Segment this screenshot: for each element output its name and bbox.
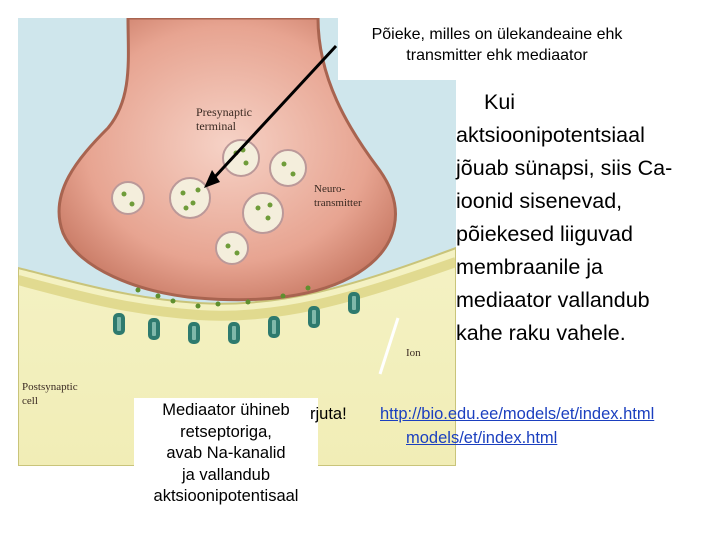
model-link-fragment[interactable]: models/et/index.html xyxy=(406,429,558,447)
callout-top-line-1: Põieke, milles on ülekandeaine ehk xyxy=(371,26,623,43)
label-ion: Ion xyxy=(406,347,421,359)
main-line-8: kahe raku vahele. xyxy=(456,321,626,345)
receptor-callout: Mediaator ühineb retseptoriga, avab Na-k… xyxy=(134,398,318,520)
callout-bottom-line-2: retseptoriga, xyxy=(180,422,272,441)
synapse-drawing: Presynaptic terminal Neuro- transmitter … xyxy=(18,18,456,466)
main-description: Kui aktsioonipotentsiaal jõuab sünapsi, … xyxy=(456,86,718,350)
callout-bottom-line-4: ja vallandub xyxy=(181,465,271,484)
model-link[interactable]: http://bio.edu.ee/models/et/index.html xyxy=(380,405,655,423)
callout-bottom-line-1: Mediaator ühineb xyxy=(162,401,290,419)
main-line-5: põiekesed liiguvad xyxy=(456,222,633,246)
synapse-illustration: Presynaptic terminal Neuro- transmitter … xyxy=(18,18,456,466)
label-postsynaptic-1: Postsynaptic xyxy=(22,381,78,393)
callout-top-line-2: transmitter ehk mediaator xyxy=(406,47,588,64)
callout-bottom-line-3: avab Na-kanalid xyxy=(166,444,286,462)
link-area: rjuta! http://bio.edu.ee/models/et/index… xyxy=(310,404,720,454)
main-line-2: aktsioonipotentsiaal xyxy=(456,123,645,147)
main-line-7: mediaator vallandub xyxy=(456,288,650,312)
label-postsynaptic-2: cell xyxy=(22,395,38,407)
label-neurotransmitter-1: Neuro- xyxy=(314,183,345,195)
main-line-1: Kui xyxy=(484,90,516,114)
main-line-3: jõuab sünapsi, siis Ca- xyxy=(456,156,673,180)
label-presynaptic-2: terminal xyxy=(196,119,237,133)
arrow-line xyxy=(210,44,338,182)
label-presynaptic-1: Presynaptic xyxy=(196,105,252,119)
arrow-head xyxy=(204,170,220,188)
link-prefix: rjuta! xyxy=(310,405,347,423)
label-neurotransmitter-2: transmitter xyxy=(314,197,362,209)
main-line-6: membraanile ja xyxy=(456,255,603,279)
callout-bottom-line-5: aktsioonipotentisaal xyxy=(153,487,299,505)
vesicle-callout: Põieke, milles on ülekandeaine ehk trans… xyxy=(338,18,656,80)
vesicles xyxy=(111,139,307,265)
main-line-4: ioonid sisenevad, xyxy=(456,189,623,213)
